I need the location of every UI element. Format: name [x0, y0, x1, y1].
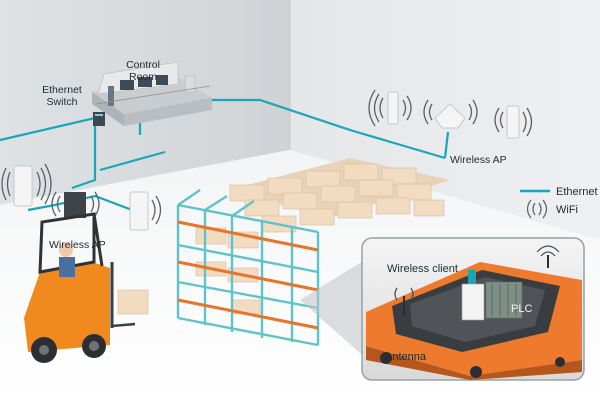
access-point-icon — [387, 91, 520, 139]
ethernet-cabling — [0, 98, 450, 215]
plc-label: PLC — [511, 303, 532, 315]
ethernet-switch-icon — [93, 112, 105, 126]
antenna-icon — [394, 245, 560, 316]
agv-inset-panel — [361, 237, 585, 381]
plc-icon — [461, 281, 523, 321]
legend-wifi-label: WiFi — [556, 204, 578, 216]
wireless-client-device — [468, 270, 476, 284]
wireless-client-label: Wireless client — [387, 263, 458, 275]
wireless-ap-left-label: Wireless AP — [49, 239, 106, 251]
wifi-icon — [1, 163, 162, 225]
wifi-icon — [526, 199, 548, 219]
access-point-icon — [13, 165, 149, 231]
wireless-ap-right-label: Wireless AP — [450, 154, 507, 166]
control-room — [92, 61, 212, 126]
forklift-icon — [24, 212, 149, 363]
legend — [520, 189, 550, 219]
antenna-label: Antenna — [385, 351, 427, 363]
legend-ethernet-label: Ethernet — [556, 186, 598, 198]
wifi-icon — [368, 89, 533, 137]
zoom-callout — [300, 258, 368, 360]
storage-racks — [176, 158, 450, 347]
